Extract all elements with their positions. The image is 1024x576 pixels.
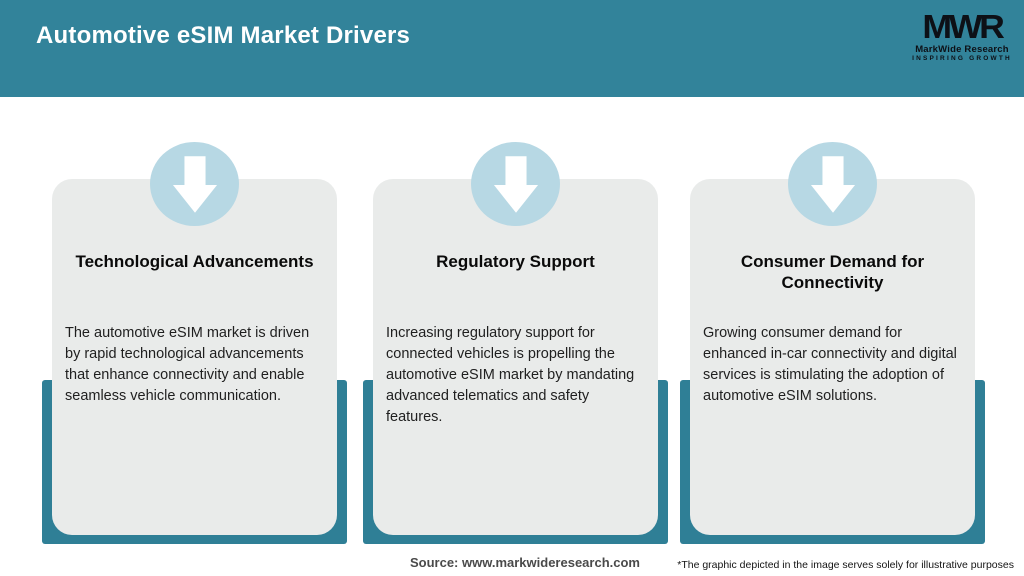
logo-tagline: INSPIRING GROWTH — [912, 54, 1012, 62]
driver-card-regulatory-support: Regulatory Support Increasing regulatory… — [373, 179, 658, 535]
disclaimer-text: *The graphic depicted in the image serve… — [677, 559, 1014, 571]
card-body-text: Increasing regulatory support for connec… — [386, 325, 635, 425]
down-arrow-badge — [471, 142, 560, 226]
logo-monogram: MWR — [922, 8, 1005, 45]
logo-name: MarkWide Research — [915, 44, 1009, 55]
down-arrow-badge — [788, 142, 877, 226]
source-text: Source: www.markwideresearch.com — [409, 555, 640, 570]
down-arrow-icon — [493, 156, 538, 213]
down-arrow-icon — [810, 156, 855, 213]
header-band: Automotive eSIM Market Drivers MWR MarkW… — [0, 0, 1024, 97]
card-title: Consumer Demand for Connectivity — [740, 252, 925, 292]
card-title: Regulatory Support — [436, 252, 595, 271]
down-arrow-badge — [150, 142, 239, 226]
driver-card-technological-advancements: Technological Advancements The automotiv… — [52, 179, 337, 535]
card-body-text: The automotive eSIM market is driven by … — [65, 325, 310, 404]
card-body-text: Growing consumer demand for enhanced in-… — [703, 325, 957, 404]
card-title: Technological Advancements — [75, 252, 314, 271]
markwide-logo: MWR MarkWide Research INSPIRING GROWTH — [912, 10, 1012, 62]
page-title: Automotive eSIM Market Drivers — [36, 22, 411, 49]
down-arrow-icon — [172, 156, 217, 213]
driver-card-consumer-demand: Consumer Demand for Connectivity Growing… — [690, 179, 975, 535]
